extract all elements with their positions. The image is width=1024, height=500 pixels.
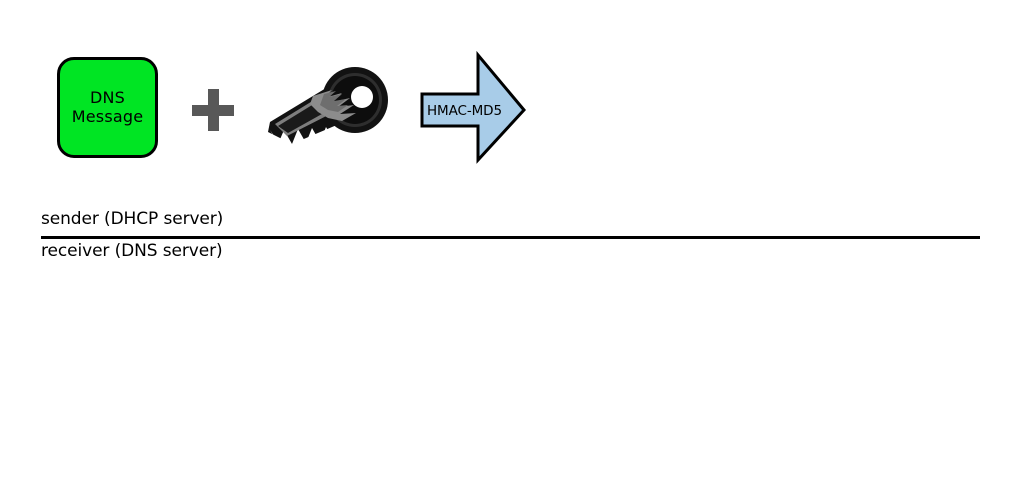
plus-icon	[192, 89, 234, 131]
sender-receiver-divider	[41, 236, 980, 239]
receiver-label: receiver (DNS server)	[41, 241, 223, 261]
dns-message-box: DNS Message	[57, 57, 158, 158]
hmac-arrow	[408, 48, 532, 172]
key-icon	[258, 60, 394, 152]
dns-message-label-line1: DNS	[89, 87, 126, 107]
plus-icon-vertical-bar	[207, 89, 219, 131]
dns-message-label-line2: Message	[71, 106, 144, 126]
sender-label: sender (DHCP server)	[41, 209, 224, 229]
